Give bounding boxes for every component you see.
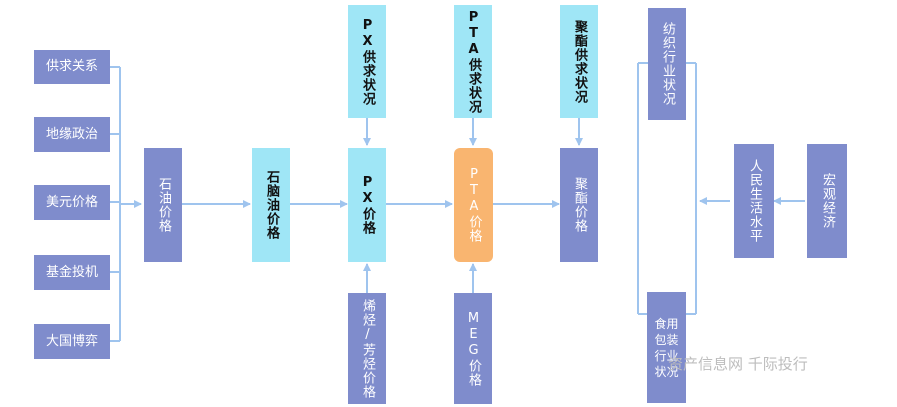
textile-industry-label: 纺织行业状况 [660, 22, 675, 106]
px-price-node: PX价格 [348, 148, 386, 262]
px-price-label: PX价格 [360, 175, 375, 235]
pta-price-label: PTA价格 [466, 167, 482, 243]
living-standard-label: 人民生活水平 [747, 159, 762, 243]
watermark-text: 资产信息网 千际投行 [668, 355, 808, 373]
food-packaging-label: 食用包装行业状况 [654, 316, 679, 379]
textile-industry-node: 纺织行业状况 [648, 8, 686, 120]
oil-price-label: 石油价格 [156, 177, 171, 233]
pta-supply-label: PTA供求状况 [466, 9, 481, 114]
naphtha-price-node: 石脑油价格 [252, 148, 290, 262]
pta-supply-node: PTA供求状况 [454, 5, 492, 118]
olefin-aromatic-label: 烯烃/芳烃价格 [360, 298, 375, 399]
factor-fund-speculation: 基金投机 [34, 255, 110, 290]
living-standard-node: 人民生活水平 [734, 144, 774, 258]
macro-economy-label: 宏观经济 [820, 173, 835, 229]
factor-great-power-game-label: 大国博弈 [45, 333, 98, 349]
factor-usd-price: 美元价格 [34, 185, 110, 220]
factor-geopolitics-label: 地缘政治 [45, 126, 98, 142]
polyester-price-node: 聚酯价格 [560, 148, 598, 262]
polyester-price-label: 聚酯价格 [572, 177, 587, 233]
food-packaging-node: 食用包装行业状况 [647, 292, 686, 403]
polyester-supply-node: 聚酯供求状况 [560, 5, 598, 118]
factor-geopolitics: 地缘政治 [34, 117, 110, 152]
macro-economy-node: 宏观经济 [807, 144, 847, 258]
factor-supply-demand-label: 供求关系 [45, 59, 98, 74]
oil-price-node: 石油价格 [144, 148, 182, 262]
meg-price-label: MEG价格 [466, 310, 481, 387]
naphtha-price-label: 石脑油价格 [264, 170, 279, 240]
olefin-aromatic-node: 烯烃/芳烃价格 [348, 293, 386, 404]
factor-usd-price-label: 美元价格 [45, 194, 98, 210]
pta-price-node: PTA价格 [454, 148, 493, 262]
factor-supply-demand: 供求关系 [34, 50, 110, 84]
px-supply-label: PX供求状况 [360, 17, 375, 106]
polyester-supply-label: 聚酯供求状况 [572, 19, 587, 104]
meg-price-node: MEG价格 [454, 293, 492, 404]
factor-great-power-game: 大国博弈 [34, 324, 110, 359]
factor-fund-speculation-label: 基金投机 [45, 264, 98, 280]
px-supply-node: PX供求状况 [348, 5, 386, 118]
